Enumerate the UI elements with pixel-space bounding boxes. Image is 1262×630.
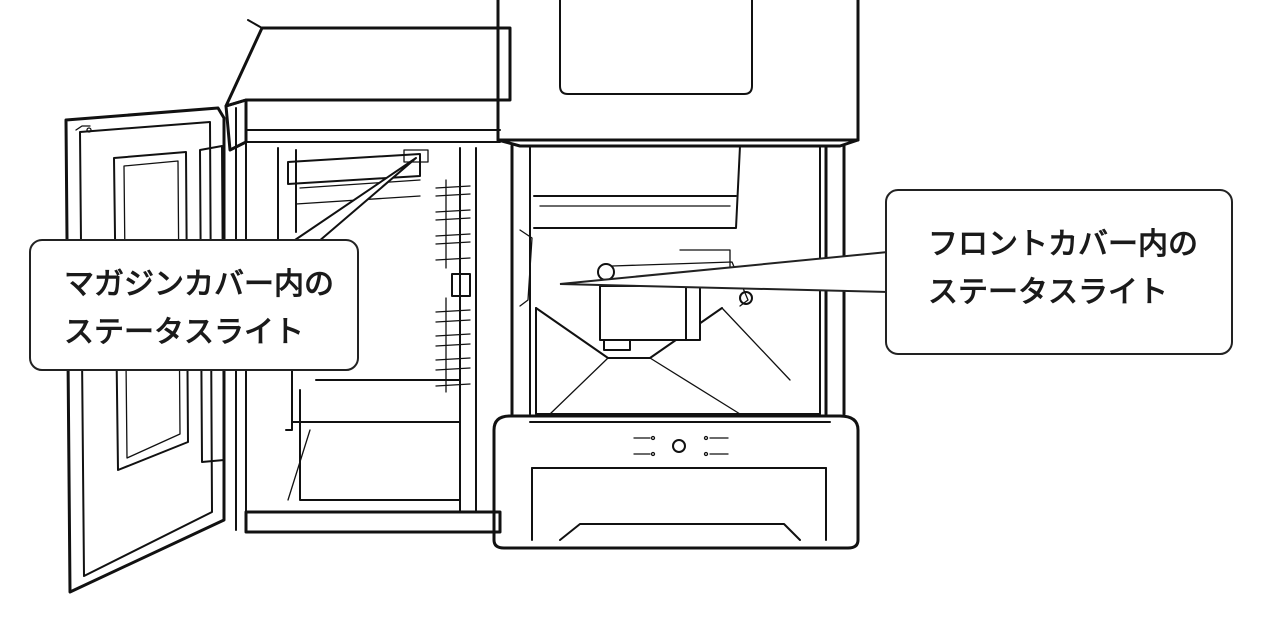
callout-magazine-line1: マガジンカバー内の: [64, 267, 334, 302]
callout-front-status-light: フロントカバー内の ステータスライト: [559, 189, 1233, 355]
callout-box-magazine: [29, 239, 359, 371]
callout-front-line1: フロントカバー内の: [928, 227, 1198, 262]
callout-magazine-status-light: マガジンカバー内の ステータスライト: [29, 157, 417, 371]
callout-magazine-line2: ステータスライト: [64, 315, 304, 350]
magazine-housing: [224, 19, 512, 534]
callout-box-front: [885, 189, 1233, 355]
callout-front-line2: ステータスライト: [928, 275, 1168, 310]
main-body: [496, 0, 860, 416]
callout-leader-magazine: [291, 157, 417, 243]
machine-base: [492, 414, 860, 550]
callout-leader-front: [559, 250, 889, 294]
